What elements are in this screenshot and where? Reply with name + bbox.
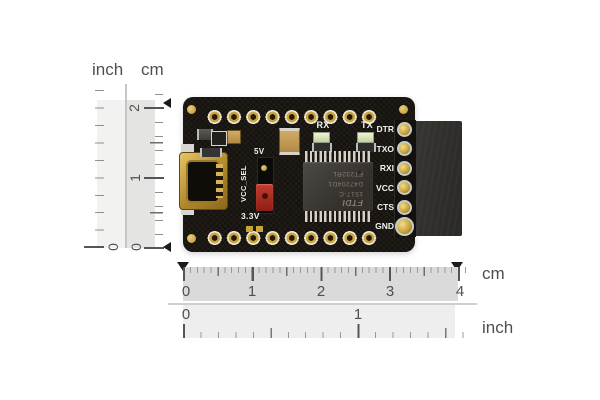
inch-long-ticks (183, 324, 363, 338)
rx-resistor (312, 143, 332, 152)
chip-line4: FT232RL (332, 170, 363, 177)
corner-hole-bottom-left (187, 234, 196, 243)
cm-num-1: 1 (247, 283, 257, 300)
pin-pad-gnd (395, 217, 414, 236)
cm-mark-0: 0 (128, 243, 144, 251)
band-divider (168, 303, 477, 305)
marker-top-icon (163, 98, 171, 108)
vertical-ruler-inch-unit: inch (92, 60, 124, 79)
pin-label-dtr: DTR (376, 124, 394, 134)
5v-label: 5V (254, 147, 265, 156)
rx-label: RX (316, 120, 330, 130)
pin-pad-vcc (397, 180, 412, 195)
chip-line3: D47204D1 (327, 180, 363, 187)
tx-led (357, 132, 374, 143)
component-outline-box (211, 131, 227, 146)
chip-pin1-dimple-icon (357, 170, 363, 176)
pin-pad-cts (397, 199, 412, 215)
vcc-sel-label: VCC_SEL (239, 165, 248, 203)
pin-label-cts: CTS (377, 202, 394, 212)
corner-hole-top-right (399, 105, 408, 114)
jumper-cap-red (256, 184, 273, 211)
cm-num-3: 3 (385, 283, 395, 300)
corner-hole-top-left (187, 105, 196, 114)
tx-resistor (356, 143, 376, 152)
cm-mark-2: 2 (126, 104, 142, 112)
chip-brand: FTDI (342, 198, 363, 208)
inch-mark-0: 0 (105, 243, 121, 251)
marker-bottom-icon (163, 242, 171, 252)
chip-markings: FTDI 1517-C D47204D1 FT232RL (307, 164, 363, 208)
cm-mark-1: 1 (127, 174, 143, 182)
solder-pad-right (256, 226, 263, 232)
pin-pad-dtr (397, 121, 412, 137)
inch-num-1: 1 (353, 306, 363, 323)
cm-num-0: 0 (181, 283, 191, 300)
pin-label-gnd: GND (375, 221, 394, 231)
3v3-label: 3.3V (241, 211, 260, 221)
chip-line2: 1517-C (338, 190, 363, 197)
inch-tick-strip (95, 90, 104, 249)
chip-pins-bottom (305, 210, 372, 222)
column-divider (125, 84, 127, 248)
jumper-top-pin (261, 165, 267, 171)
inch-zero-tick (84, 246, 104, 248)
cm-long-tick-strip (144, 107, 164, 250)
chip-pins-top (305, 151, 372, 163)
pin-label-txo: TXO (376, 144, 394, 154)
usb-mounting-tab-top (181, 144, 194, 152)
capacitor-tan-small (227, 130, 241, 144)
jumper-cap-hole (261, 193, 268, 199)
cm-num-4: 4 (455, 283, 465, 300)
usb-mounting-tab-bottom (181, 207, 194, 215)
solder-pad-left (246, 226, 253, 232)
usb-contact-teeth (216, 164, 223, 198)
pin-pad-rxi (397, 160, 412, 176)
usb-slot (186, 160, 220, 203)
tx-label: TX (360, 120, 374, 130)
vertical-ruler: inch cm 2 1 0 0 (0, 0, 180, 260)
rx-led (313, 132, 330, 143)
cm-long-ticks (183, 267, 461, 281)
ftdi-chip: FTDI 1517-C D47204D1 FT232RL (303, 162, 373, 211)
vertical-ruler-cm-unit: cm (141, 60, 164, 79)
marker-right-icon (451, 262, 463, 271)
cm-unit-label: cm (482, 264, 505, 283)
pin-label-vcc: VCC (376, 183, 394, 193)
capacitor-tan-large (279, 128, 300, 155)
inch-unit-label: inch (482, 318, 514, 337)
pin-label-rxi: RXI (379, 163, 394, 173)
horizontal-ruler: 0 1 2 3 4 cm 0 1 inch (160, 255, 560, 350)
pin-pad-txo (397, 141, 412, 156)
bottom-hole-row (205, 227, 379, 249)
top-hole-row (205, 106, 379, 128)
resistor-left (200, 148, 222, 157)
marker-left-icon (177, 262, 189, 271)
cm-num-2: 2 (316, 283, 326, 300)
inch-num-0: 0 (181, 306, 191, 323)
